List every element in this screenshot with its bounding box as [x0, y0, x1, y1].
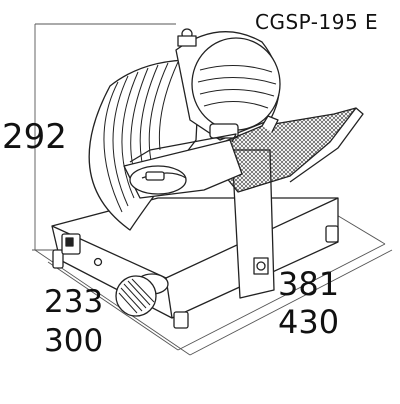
height-dimension-label: 292	[2, 117, 67, 157]
base-outline-front	[177, 243, 386, 351]
blade-guard-ribs	[103, 61, 179, 213]
foot-front	[173, 311, 189, 329]
carriage-tray-edge	[289, 107, 364, 183]
pusher-handle-clip	[145, 171, 165, 181]
foot-left	[52, 249, 64, 269]
power-switch-rocker	[65, 237, 74, 247]
tray-end-clip	[261, 115, 279, 133]
sharpener-base	[177, 35, 197, 47]
blade-ribs	[197, 64, 277, 109]
foot-right	[325, 225, 339, 243]
blade-disc	[191, 37, 281, 131]
width-dimension-line	[189, 249, 393, 356]
depth-dimension-label: 233	[44, 284, 104, 320]
carriage-lock-bolt	[256, 261, 266, 271]
width-dimension-label-secondary: 430	[278, 303, 340, 341]
depth-dimension-label-secondary: 300	[44, 323, 104, 359]
indicator-light	[93, 257, 103, 267]
pusher-arm	[129, 133, 237, 163]
base-outline-left	[47, 261, 179, 351]
model-label: CGSP-195 E	[255, 10, 379, 34]
thickness-knob	[115, 273, 169, 317]
base-outline-right	[334, 213, 386, 245]
width-dimension-label: 381	[278, 265, 340, 303]
blade-guard	[88, 59, 201, 231]
